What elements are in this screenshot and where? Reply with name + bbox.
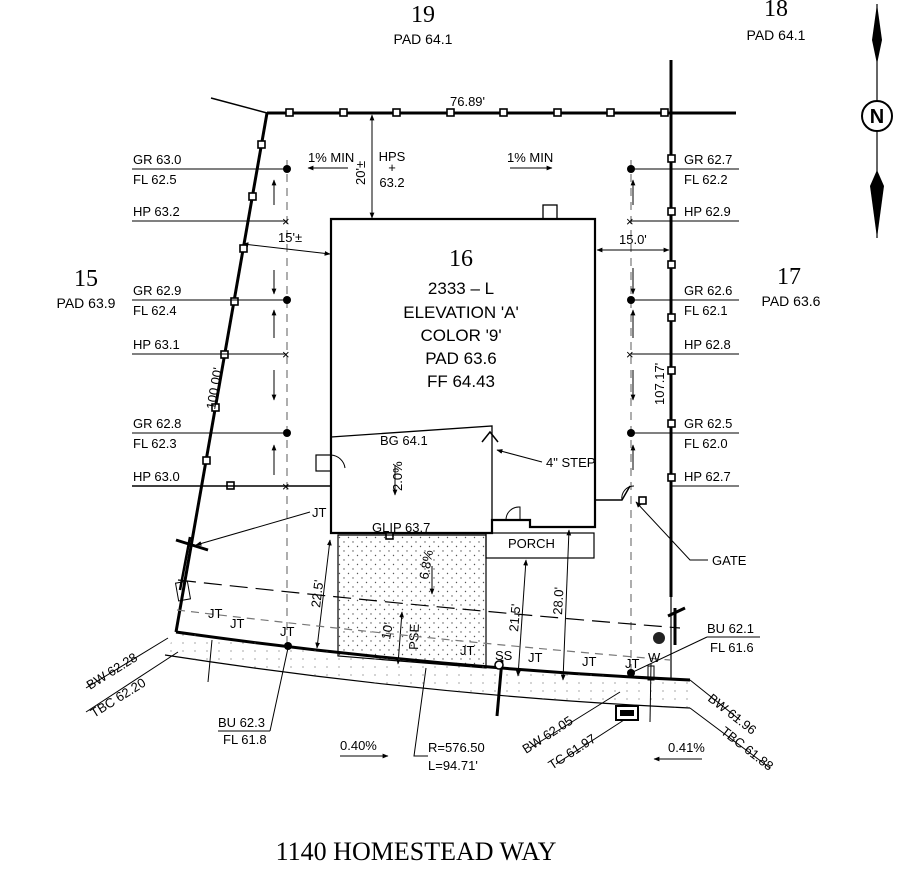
- svg-text:HP 63.2: HP 63.2: [133, 204, 180, 219]
- house-elevation: ELEVATION 'A': [403, 303, 518, 322]
- svg-text:×: ×: [282, 214, 290, 229]
- lot-16-number: 16: [449, 246, 473, 272]
- svg-text:HP 63.1: HP 63.1: [133, 337, 180, 352]
- sidewalk: [165, 632, 690, 708]
- svg-text:GR 62.5: GR 62.5: [684, 416, 732, 431]
- bg-label: BG 64.1: [380, 433, 428, 448]
- svg-text:JT: JT: [460, 643, 475, 658]
- slope-driveway: 6.8%: [416, 548, 436, 580]
- pse-line: [177, 579, 681, 629]
- slope-rear-left: 1% MIN: [308, 150, 354, 165]
- svg-text:JT: JT: [280, 624, 295, 639]
- rear-dimension: 76.89': [450, 94, 485, 109]
- svg-text:HP 62.8: HP 62.8: [684, 337, 731, 352]
- lot-19-pad: PAD 64.1: [394, 31, 453, 47]
- svg-text:HP 62.7: HP 62.7: [684, 469, 731, 484]
- north-label: N: [870, 106, 884, 128]
- svg-text:JT: JT: [528, 650, 543, 665]
- porch-label: PORCH: [508, 536, 555, 551]
- hps-value: 63.2: [379, 175, 404, 190]
- right-grade-notes: GR 62.7 FL 62.2 HP 62.9 × GR 62.6 FL 62.…: [626, 152, 739, 487]
- lot-line-corner: [210, 97, 268, 114]
- curb-line: [175, 630, 691, 682]
- svg-text:HP 62.9: HP 62.9: [684, 204, 731, 219]
- rear-setback-dimension: 20'±: [353, 161, 368, 185]
- house-ff: FF 64.43: [427, 372, 495, 391]
- slope-garage: 2.0%: [390, 461, 405, 491]
- w-label: W: [648, 650, 661, 665]
- svg-text:JT: JT: [625, 656, 640, 671]
- svg-text:FL 62.1: FL 62.1: [684, 303, 728, 318]
- svg-text:×: ×: [626, 347, 634, 362]
- svg-text:FL 62.4: FL 62.4: [133, 303, 177, 318]
- svg-text:JT: JT: [208, 606, 223, 621]
- svg-text:GR 63.0: GR 63.0: [133, 152, 181, 167]
- slope-street-left: 0.40%: [340, 738, 377, 753]
- svg-text:HP 63.0: HP 63.0: [133, 469, 180, 484]
- glip-label: GLIP 63.7: [372, 520, 430, 535]
- curve-radius: R=576.50: [428, 740, 485, 755]
- svg-text:FL 62.3: FL 62.3: [133, 436, 177, 451]
- slope-rear-right: 1% MIN: [507, 150, 553, 165]
- ss-label: SS: [495, 648, 513, 663]
- svg-text:GR 62.9: GR 62.9: [133, 283, 181, 298]
- svg-text:×: ×: [282, 479, 290, 494]
- side-setback-dimension: 28.0': [550, 587, 566, 616]
- lot-18-number: 18: [764, 0, 788, 22]
- hps-label: HPS: [379, 149, 406, 164]
- svg-text:×: ×: [626, 214, 634, 229]
- left-grade-notes: GR 63.0 FL 62.5 HP 63.2 × GR 62.9 FL 62.…: [132, 152, 331, 494]
- pse-width-dimension: 10': [378, 621, 396, 640]
- lot-15-pad: PAD 63.9: [57, 295, 116, 311]
- svg-text:+: +: [388, 160, 396, 175]
- svg-text:GR 62.7: GR 62.7: [684, 152, 732, 167]
- utility-box-icon: [653, 632, 665, 644]
- lot-18-pad: PAD 64.1: [747, 27, 806, 43]
- svg-text:FL 61.8: FL 61.8: [223, 732, 267, 747]
- house-pad: PAD 63.6: [425, 349, 497, 368]
- lot-17-number: 17: [777, 264, 801, 290]
- svg-text:BU 62.1: BU 62.1: [707, 621, 754, 636]
- step-label: 4" STEP: [546, 455, 595, 470]
- page-title: 1140 HOMESTEAD WAY: [276, 837, 557, 866]
- svg-text:FL 62.0: FL 62.0: [684, 436, 728, 451]
- svg-text:GR 62.8: GR 62.8: [133, 416, 181, 431]
- north-arrow-icon: N: [861, 4, 893, 238]
- svg-text:FL 62.2: FL 62.2: [684, 172, 728, 187]
- right-setback-dimension: 15.0': [619, 232, 647, 247]
- left-setback-dimension: 15'±: [278, 230, 302, 245]
- slope-street-right: 0.41%: [668, 740, 705, 755]
- left-side-dimension: 100.00': [203, 366, 225, 410]
- lot-17-pad: PAD 63.6: [762, 293, 821, 309]
- svg-text:JT: JT: [582, 654, 597, 669]
- porch-setback-dimension: 21.5': [506, 603, 523, 632]
- gate-label: GATE: [712, 553, 747, 568]
- house-color: COLOR '9': [420, 326, 501, 345]
- svg-text:BU 62.3: BU 62.3: [218, 715, 265, 730]
- house-model: 2333 – L: [428, 279, 494, 298]
- jt-label: JT: [312, 505, 327, 520]
- svg-text:JT: JT: [230, 616, 245, 631]
- svg-text:GR 62.6: GR 62.6: [684, 283, 732, 298]
- house-footprint: [315, 204, 635, 559]
- lot-15-number: 15: [74, 266, 98, 292]
- driveway-setback-dimension: 22.5': [308, 579, 326, 608]
- svg-text:FL 61.6: FL 61.6: [710, 640, 754, 655]
- curve-length: L=94.71': [428, 758, 478, 773]
- svg-text:FL 62.5: FL 62.5: [133, 172, 177, 187]
- lot-19-number: 19: [411, 2, 435, 28]
- svg-text:×: ×: [282, 347, 290, 362]
- right-side-dimension: 107.17': [652, 363, 667, 405]
